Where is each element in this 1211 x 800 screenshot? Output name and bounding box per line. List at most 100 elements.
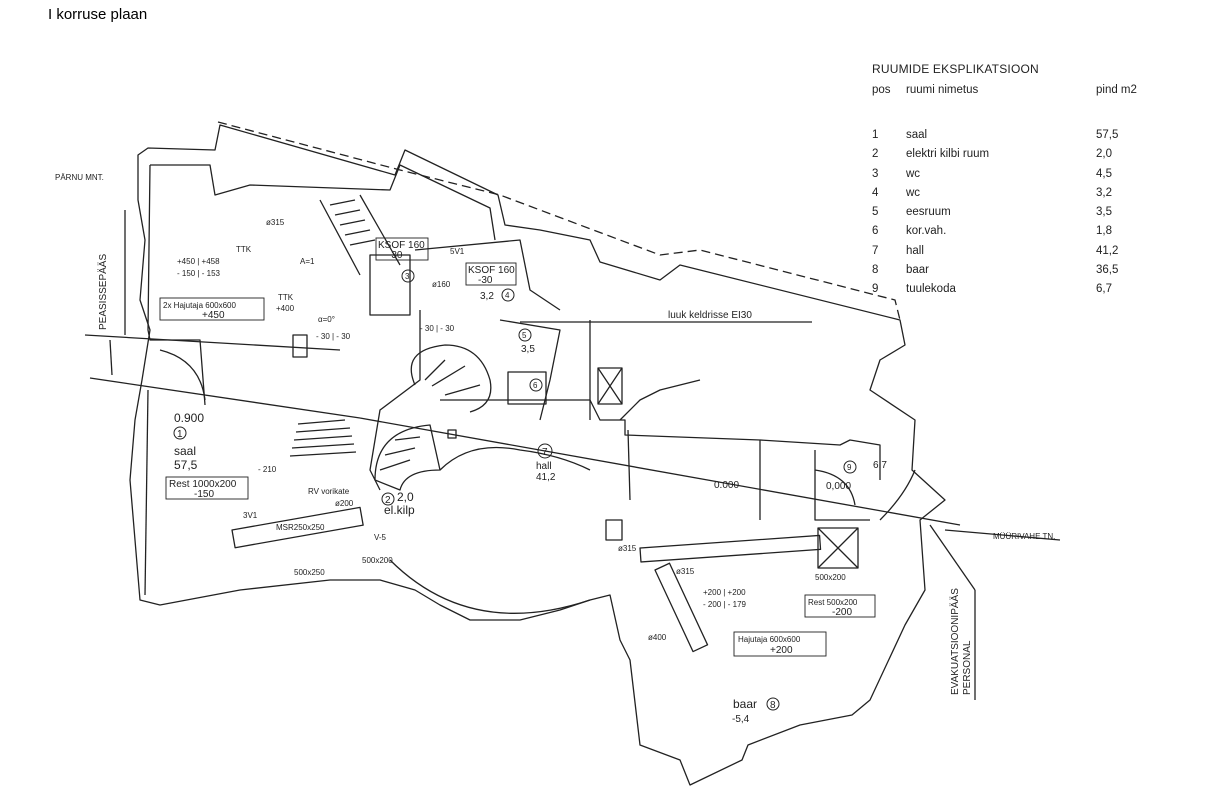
main-entrance-label: PEASISSEPÄÄS: [97, 254, 109, 330]
row-area: 1,8: [1096, 225, 1112, 238]
table-row: 2 elektri kilbi ruum 2,0: [872, 145, 1152, 164]
baar-number: 8: [770, 700, 776, 711]
hajutaja2-label: Hajutaja 600x600: [738, 635, 801, 644]
ksof1-label: KSOF 160: [378, 240, 425, 251]
rv-vorikate: RV vorikate: [308, 487, 350, 496]
hall-number: 7: [542, 447, 548, 458]
room-marker-9: [843, 460, 857, 474]
hajutaja1-box: [159, 297, 265, 321]
inner-wall: [147, 164, 206, 406]
hajutaja2-level: +200: [770, 645, 793, 656]
baar-name: baar: [733, 697, 757, 711]
header-pos: pos: [872, 84, 891, 96]
row-name: baar: [906, 264, 930, 277]
hajutaja1-label: 2x Hajutaja 600x600: [163, 301, 236, 310]
ttk-label-1: TTK: [236, 245, 252, 254]
duct: [231, 506, 364, 549]
duct: [369, 254, 411, 316]
row-pos: 9: [872, 283, 879, 296]
curved-wall: [439, 446, 591, 471]
rest2-level: -200: [832, 607, 852, 618]
ksof2-box: [465, 262, 517, 286]
hall-name: hall: [536, 461, 552, 472]
header-area: pind m2: [1096, 84, 1137, 96]
valve-3v1: 3V1: [243, 511, 258, 520]
dim-200-200: +200 | +200: [703, 588, 746, 597]
room-marker-1: [173, 426, 187, 440]
row-name: elektri kilbi ruum: [906, 148, 990, 161]
plus-400: +400: [276, 304, 295, 313]
row-pos: 1: [872, 129, 879, 141]
rest1-level: -150: [194, 489, 214, 500]
hall-area: 41,2: [536, 472, 556, 483]
row-area: 3,2: [1096, 186, 1112, 199]
section-line: [84, 334, 341, 351]
ksof1-level: -30: [388, 250, 403, 261]
door-arc: [109, 339, 113, 376]
street-muurivahe-label: MÜÜRIVAHE TN.: [993, 532, 1055, 541]
row-area: 3,5: [1096, 206, 1112, 219]
row-pos: 7: [872, 244, 879, 257]
section-line: [929, 524, 976, 591]
equipment-box: [817, 527, 859, 569]
personal-label: PERSONAL: [962, 640, 973, 695]
korvah-number: 6: [533, 381, 538, 390]
valve-5v1: 5V1: [450, 247, 465, 256]
row-area: 36,5: [1096, 264, 1119, 277]
tuulekoda-number: 9: [847, 463, 852, 472]
dia-400: ø400: [648, 633, 667, 642]
stair-lines: [319, 194, 401, 276]
duct: [292, 334, 308, 358]
inner-wall: [759, 439, 881, 480]
explication-title: RUUMIDE EKSPLIKATSIOON: [872, 62, 1039, 76]
evacuation-exit-label: EVAKUATSIOONIPÄÄS: [949, 588, 961, 695]
dim-210: - 210: [258, 465, 277, 474]
hall-level: 0.000: [714, 480, 739, 491]
row-area: 41,2: [1096, 244, 1119, 257]
door-arc: [159, 349, 206, 401]
section-line: [359, 417, 961, 526]
elkilp-number: 2: [385, 495, 391, 506]
page-title: I korruse plaan: [48, 6, 148, 23]
saal-name: saal: [174, 444, 196, 458]
table-row: 7 hall 41,2: [872, 242, 1152, 261]
section-line: [944, 529, 1061, 541]
row-pos: 3: [872, 167, 879, 180]
street-parnu-label: PÄRNU MNT.: [55, 173, 104, 182]
dia-200: ø200: [335, 499, 354, 508]
elkilp-name: el.kilp: [384, 503, 415, 517]
saal-level: 0.900: [174, 411, 204, 425]
dim-150-153: - 150 | - 153: [177, 269, 221, 278]
a-equals-1: A=1: [300, 257, 315, 266]
row-area: 57,5: [1096, 129, 1119, 141]
section-line: [89, 377, 361, 419]
dim-200-179: - 200 | - 179: [703, 600, 747, 609]
ksof1-box: [375, 237, 429, 261]
row-name: hall: [906, 244, 924, 257]
curved-stair: [379, 436, 421, 471]
row-area: 2,0: [1096, 148, 1112, 161]
inner-wall: [414, 239, 561, 311]
room-marker-2: [381, 492, 395, 506]
room-marker-7: [537, 443, 553, 459]
header-room-name: ruumi nimetus: [906, 84, 979, 96]
row-area: 4,5: [1096, 167, 1112, 180]
eesruum-number: 5: [522, 331, 527, 340]
row-pos: 4: [872, 186, 879, 199]
inner-wall: [619, 379, 701, 421]
stair-lines: [329, 199, 376, 246]
inner-wall: [369, 310, 421, 491]
room-marker-5: [518, 328, 532, 342]
valve-v5: V-5: [374, 533, 387, 542]
tuulekoda-area: 6,7: [873, 460, 887, 471]
ttk-label-2: TTK: [278, 293, 294, 302]
inner-wall: [814, 450, 870, 521]
row-pos: 2: [872, 148, 879, 161]
alpha-zero: α=0°: [318, 315, 335, 324]
dia-315-c: ø315: [676, 567, 695, 576]
